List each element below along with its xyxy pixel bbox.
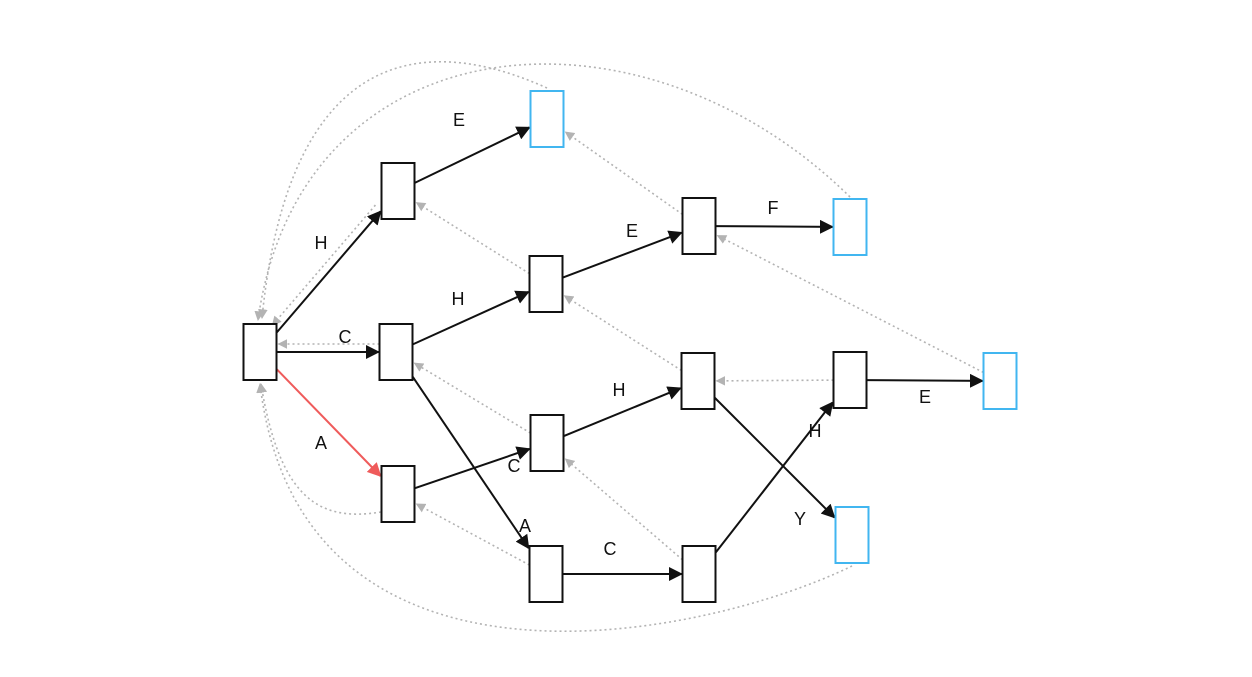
trie-edge-ach-to-achy [713, 396, 836, 519]
trie-edge-cach-to-cache [866, 373, 984, 388]
failure-links [254, 60, 984, 632]
trie-node-cac [681, 545, 717, 603]
trie-edge-h-to-he [414, 126, 531, 184]
failure-link-a-to-root [257, 383, 382, 515]
trie-node-root [242, 323, 278, 381]
trie-edge-c-to-ca [411, 375, 530, 550]
trie-edge-root-to-a [275, 368, 382, 477]
trie-node-h [380, 162, 416, 220]
terminal-node-he [529, 90, 565, 148]
failure-link-ch-to-h [415, 201, 530, 275]
terminal-node-cache [982, 352, 1018, 410]
trie-node-ac [529, 414, 565, 472]
trie-edge-che-to-chef [715, 219, 834, 234]
edge-label-a-to-ac: C [508, 456, 521, 476]
edge-labels: H C A E H A C E H C F Y H E [315, 110, 932, 559]
edge-label-cach-to-cache: E [919, 387, 931, 407]
trie-node-c [378, 323, 414, 381]
failure-link-chef-to-root [254, 63, 851, 321]
terminal-node-chef [832, 198, 868, 256]
edge-label-cac-to-cach: H [809, 421, 822, 441]
edge-label-ach-to-achy: Y [794, 509, 806, 529]
failure-link-cach-to-ach [715, 376, 834, 386]
failure-link-ac-to-c [413, 362, 531, 434]
failure-link-achy-to-root [256, 383, 853, 632]
trie-edges [275, 126, 984, 581]
trie-edge-ac-to-ach [563, 386, 682, 438]
trie-node-che [681, 197, 717, 255]
trie-node-ca [528, 545, 564, 603]
edge-label-ac-to-ach: H [613, 380, 626, 400]
failure-link-h-to-root [271, 204, 377, 326]
trie-edge-cac-to-cach [714, 401, 834, 554]
edge-label-h-to-he: E [453, 110, 465, 130]
edge-label-c-to-ch: H [452, 289, 465, 309]
failure-link-ach-to-ch [563, 295, 682, 372]
failure-link-ca-to-a [415, 503, 530, 566]
terminal-node-achy [834, 506, 870, 564]
trie-edge-root-to-h [275, 210, 382, 334]
trie-node-ach [680, 352, 716, 410]
trie-nodes [242, 90, 1018, 603]
trie-node-a [380, 465, 416, 523]
trie-node-cach [832, 351, 868, 409]
trie-edge-ch-to-che [562, 230, 683, 279]
trie-node-ch [528, 255, 564, 313]
edge-label-root-to-c: C [339, 327, 352, 347]
edge-label-ch-to-che: E [626, 221, 638, 241]
trie-edge-a-to-ac [414, 446, 531, 490]
trie-edge-c-to-ch [412, 290, 530, 346]
failure-link-che-to-he [564, 131, 683, 216]
edge-label-che-to-chef: F [768, 198, 779, 218]
edge-label-root-to-a: A [315, 433, 327, 453]
failure-link-cac-to-ac [564, 458, 684, 561]
edge-label-c-to-ca: A [519, 516, 531, 536]
edge-label-ca-to-cac: C [604, 539, 617, 559]
edge-label-root-to-h: H [315, 233, 328, 253]
